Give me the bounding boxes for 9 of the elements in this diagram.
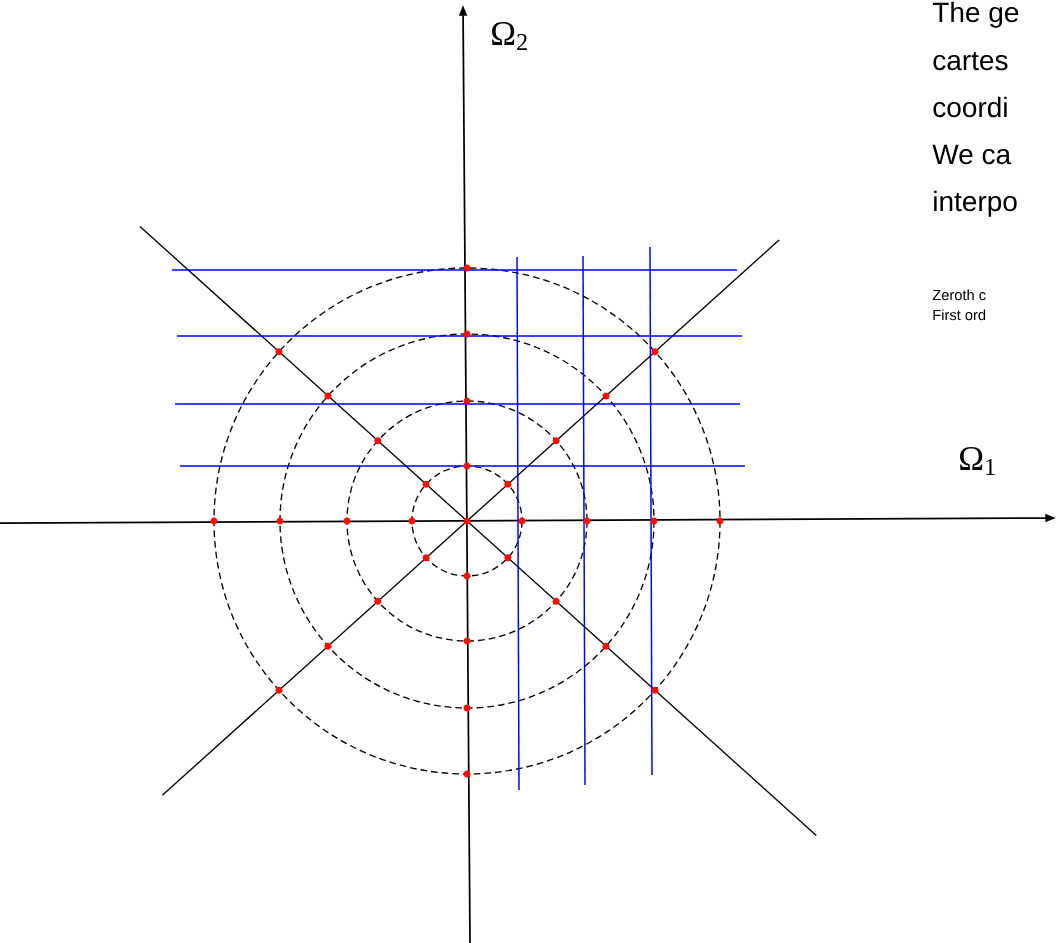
- text-line: interpo: [934, 190, 1017, 217]
- text-line: cartes: [933, 51, 1008, 71]
- note-line: First ord: [933, 309, 986, 321]
- note-line: Zeroth c: [932, 289, 986, 301]
- text-line: The ge: [932, 1, 1019, 28]
- axis-label: Ω$_{2}$: [492, 22, 527, 50]
- text-line: coordi: [933, 96, 1007, 118]
- text-line: We ca: [932, 144, 1012, 165]
- axis-label: Ω$_{1}$: [960, 447, 995, 475]
